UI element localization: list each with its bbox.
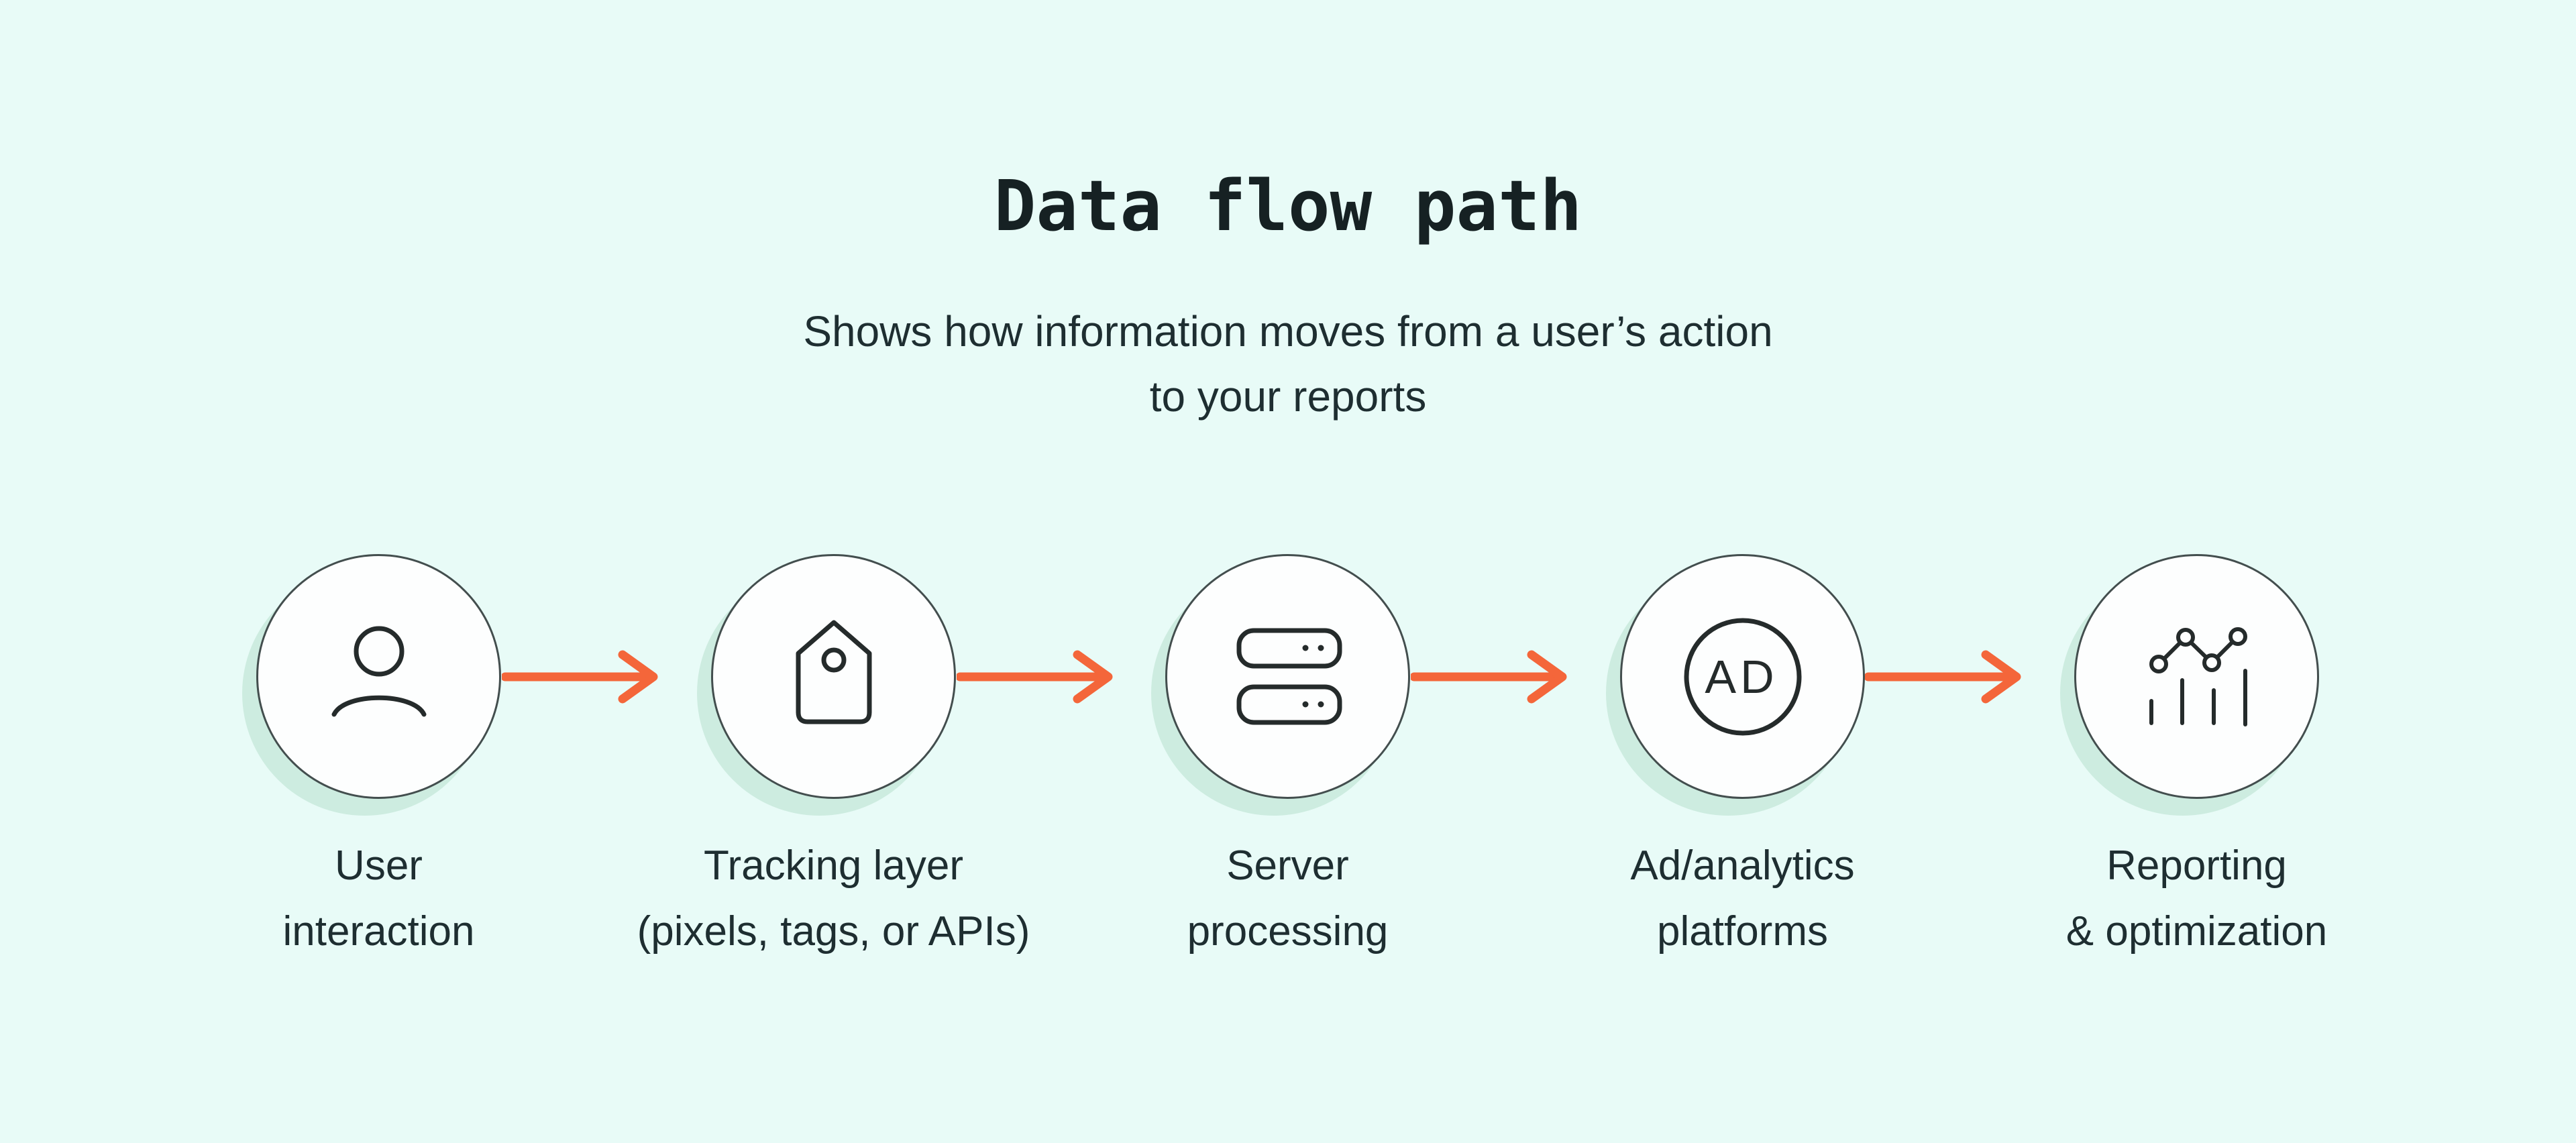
node-circle (711, 554, 956, 799)
node-label-line-2: (pixels, tags, or APIs) (637, 908, 1030, 955)
flow-node-user-interaction: User interaction (242, 554, 501, 955)
flow-arrow (1411, 650, 1567, 704)
node-label-line-1: Server (1226, 842, 1349, 889)
node-circle (256, 554, 501, 799)
flow-node-ad-analytics-platforms: AD Ad/analytics platforms (1606, 554, 1865, 955)
page-subtitle: Shows how information moves from a user’… (0, 299, 2576, 429)
node-label-line-1: Reporting (2106, 842, 2287, 889)
node-label-line-2: interaction (282, 908, 475, 955)
subtitle-line-1: Shows how information moves from a user’… (803, 307, 1773, 356)
subtitle-line-2: to your reports (1149, 372, 1427, 421)
flow-arrow (957, 650, 1113, 704)
node-circle: AD (1620, 554, 1865, 799)
chart-icon (2149, 627, 2247, 726)
flow-node-reporting-optimization: Reporting & optimization (2060, 554, 2327, 955)
tag-icon (796, 620, 871, 724)
node-circle (1165, 554, 1410, 799)
server-icon (1236, 628, 1342, 724)
node-label: Reporting & optimization (1935, 833, 2459, 965)
node-label-line-1: Ad/analytics (1630, 842, 1855, 889)
node-circle (2074, 554, 2319, 799)
node-label: Tracking layer (pixels, tags, or APIs) (572, 833, 1095, 965)
ad-icon-text: AD (1705, 651, 1778, 703)
flow-arrow (1865, 650, 2021, 704)
node-label-line-1: Tracking layer (703, 842, 964, 889)
flow-node-server-processing: Server processing (1151, 554, 1410, 955)
flow-arrow (502, 650, 658, 704)
node-label-line-2: processing (1187, 908, 1389, 955)
ad-icon: AD (1684, 618, 1801, 735)
page-title: Data flow path (994, 165, 1582, 247)
node-label-line-2: platforms (1657, 908, 1828, 955)
flow-node-tracking-layer: Tracking layer (pixels, tags, or APIs) (637, 554, 1030, 955)
node-label: Ad/analytics platforms (1481, 833, 2004, 965)
node-label-line-2: & optimization (2065, 908, 2328, 955)
node-label: Server processing (1026, 833, 1550, 965)
node-label-line-1: User (335, 842, 423, 889)
node-label: User interaction (117, 833, 641, 965)
user-icon (331, 626, 426, 716)
